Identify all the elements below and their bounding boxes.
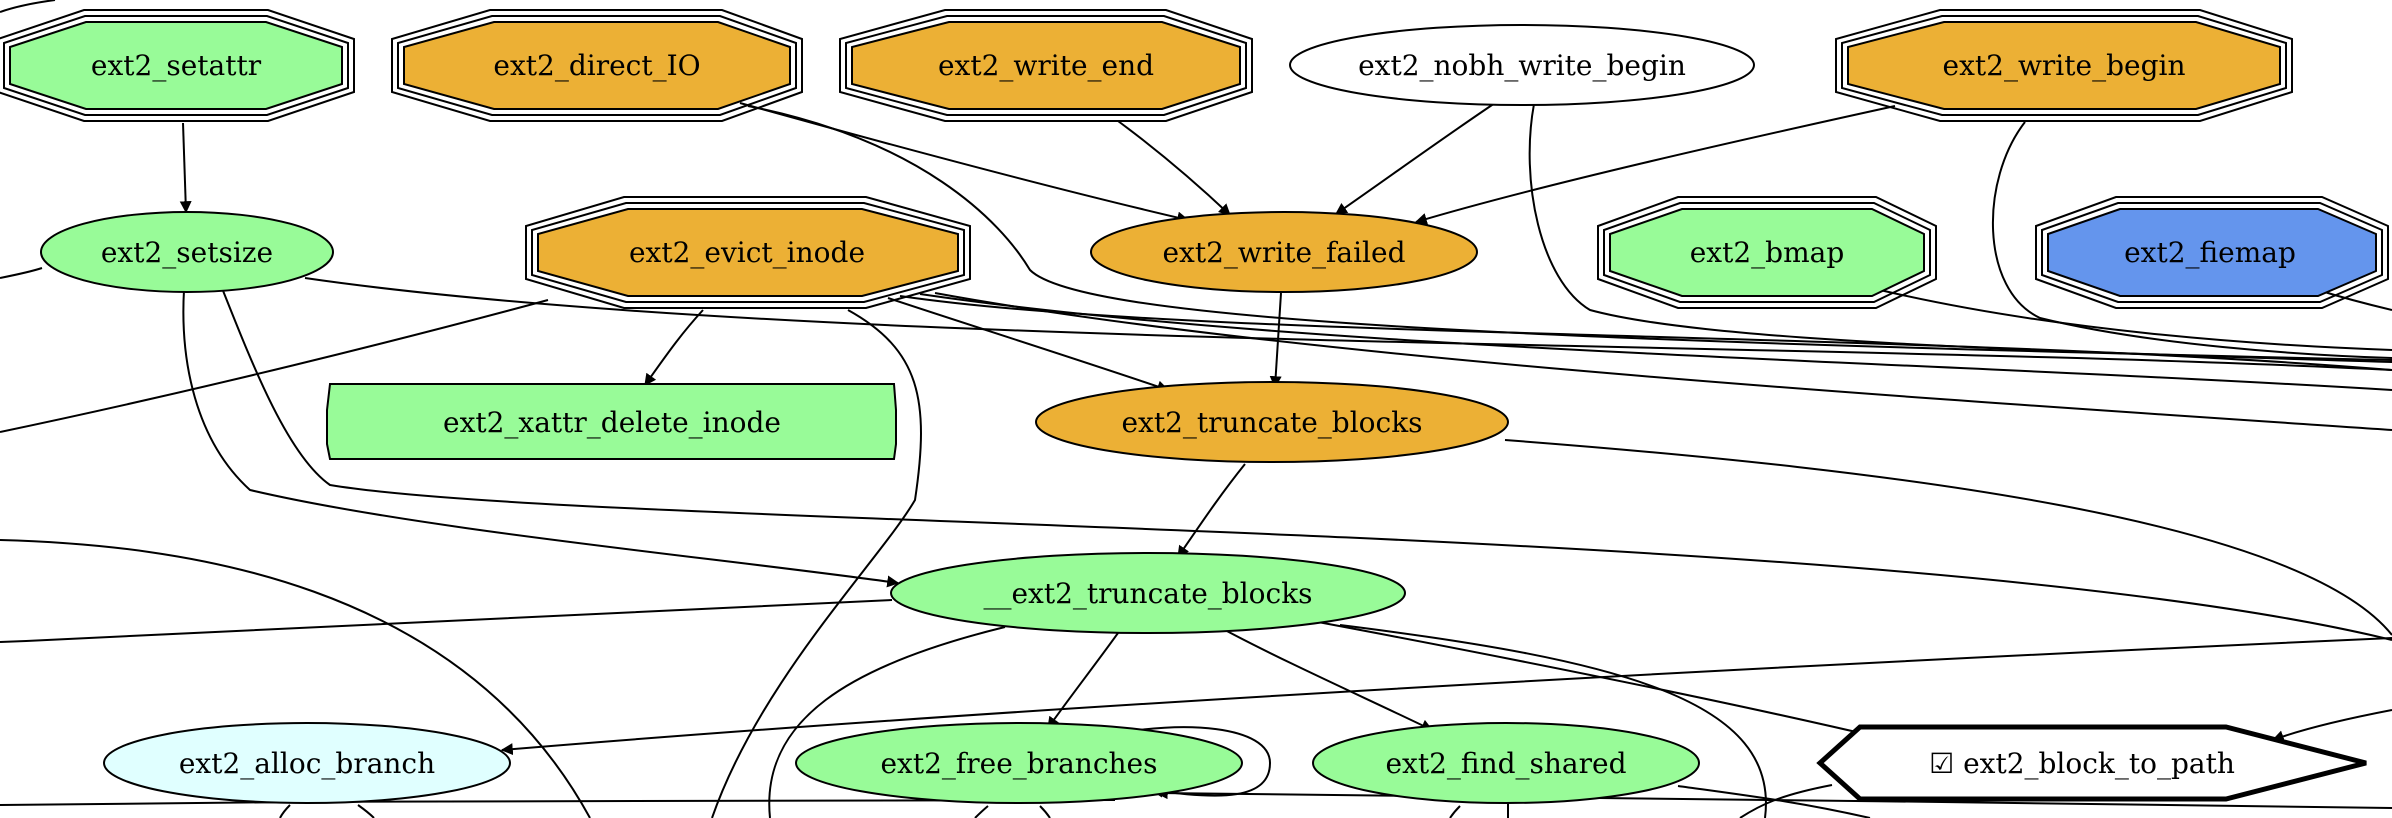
node-ext2-xattr-delete-inode[interactable]: ext2_xattr_delete_inode <box>326 383 897 460</box>
node-ext2-write-begin[interactable]: ext2_write_begin <box>1835 9 2293 122</box>
edge-free-branches-down-2 <box>1039 805 1051 818</box>
node-ext2-fiemap[interactable]: ext2_fiemap <box>2035 196 2389 309</box>
edge-free-branches-down-1 <box>974 805 989 818</box>
edge-nobh-write-begin-offscreen-right <box>1528 103 2392 363</box>
node-ext2-write-end-label: ext2_write_end <box>938 49 1154 82</box>
node-ext2-truncate-blocks-shape <box>1035 381 1509 463</box>
edge-far-right-to-block-to-path <box>2271 709 2392 742</box>
node-ext2-write-end-shape <box>851 21 1241 110</box>
node-ext2-write-failed-label: ext2_write_failed <box>1162 236 1405 269</box>
node-ext2-alloc-branch-shape <box>103 722 511 804</box>
edge-direct-io-to-write-failed <box>739 102 1190 224</box>
edge-inner-truncate-to-block-to-path <box>1317 621 1884 742</box>
node-inner-ext2-truncate-blocks[interactable]: __ext2_truncate_blocks <box>890 552 1406 634</box>
edge-evict-inode-offscreen-right-3 <box>934 292 2392 431</box>
edge-alloc-branch-down-2 <box>357 804 375 818</box>
edge-inner-truncate-to-free-branches <box>1047 632 1119 729</box>
node-ext2-nobh-write-begin-shape <box>1289 24 1755 106</box>
node-ext2-alloc-branch-label: ext2_alloc_branch <box>179 747 435 780</box>
node-ext2-free-branches-label: ext2_free_branches <box>880 747 1157 780</box>
edge-write-begin-to-write-failed <box>1414 105 1896 225</box>
edge-truncate-blocks-to-inner-truncate-blocks <box>1177 463 1246 558</box>
node-ext2-truncate-blocks-label: ext2_truncate_blocks <box>1121 406 1422 439</box>
node-ext2-write-failed-shape <box>1090 211 1478 293</box>
node-ext2-setattr[interactable]: ext2_setattr <box>0 9 355 122</box>
node-inner-ext2-truncate-blocks-shape <box>890 552 1406 634</box>
node-ext2-direct-io-shape <box>403 21 791 110</box>
node-ext2-fiemap-shape <box>2047 208 2377 297</box>
node-ext2-evict-inode-label: ext2_evict_inode <box>629 236 865 269</box>
node-ext2-block-to-path-label: ☑ ext2_block_to_path <box>1929 747 2235 780</box>
edge-inner-truncate-offscreen-bottom-1 <box>768 626 1006 818</box>
node-ext2-write-begin-shape <box>1847 21 2281 110</box>
edge-write-begin-offscreen-right <box>1992 121 2392 359</box>
node-ext2-xattr-delete-inode-label: ext2_xattr_delete_inode <box>443 406 781 439</box>
node-ext2-setattr-shape <box>9 21 343 110</box>
edge-block-to-path-offscreen-left <box>1739 784 1833 818</box>
node-ext2-write-end[interactable]: ext2_write_end <box>839 9 1253 122</box>
edge-top-left-offscreen <box>0 0 56 13</box>
edge-setsize-offscreen-right <box>304 277 2392 371</box>
edge-truncate-blocks-offscreen-right <box>1504 439 2392 636</box>
edge-direct-io-offscreen-right <box>747 105 2392 361</box>
edge-setsize-offscreen-lower-right <box>204 245 2392 641</box>
node-ext2-xattr-delete-inode-shape <box>326 383 897 460</box>
edge-write-failed-to-truncate-blocks <box>1269 292 1282 389</box>
node-ext2-find-shared[interactable]: ext2_find_shared <box>1312 722 1700 804</box>
edge-setattr-to-setsize <box>179 122 192 214</box>
node-ext2-bmap-shape <box>1609 208 1925 297</box>
node-ext2-nobh-write-begin-label: ext2_nobh_write_begin <box>1358 49 1686 82</box>
edge-write-end-to-write-failed <box>1117 120 1231 216</box>
node-inner-ext2-truncate-blocks-label: __ext2_truncate_blocks <box>983 577 1312 610</box>
edge-find-shared-down-1 <box>1449 805 1461 818</box>
edge-evict-inode-to-xattr-delete-inode <box>644 309 704 386</box>
edge-offscreen-left-to-bottom <box>0 539 591 818</box>
edge-inner-truncate-to-find-shared <box>1224 629 1434 731</box>
node-ext2-evict-inode[interactable]: ext2_evict_inode <box>525 196 971 309</box>
edge-offscreen-to-free-branches <box>1155 787 2392 809</box>
edge-inner-truncate-offscreen-left <box>0 599 893 643</box>
node-ext2-fiemap-label: ext2_fiemap <box>2124 236 2296 269</box>
edge-setsize-offscreen-left <box>0 267 43 279</box>
node-ext2-truncate-blocks[interactable]: ext2_truncate_blocks <box>1035 381 1509 463</box>
node-ext2-nobh-write-begin[interactable]: ext2_nobh_write_begin <box>1289 24 1755 106</box>
node-ext2-bmap[interactable]: ext2_bmap <box>1597 196 1937 309</box>
node-ext2-direct-io[interactable]: ext2_direct_IO <box>391 9 803 122</box>
node-ext2-find-shared-label: ext2_find_shared <box>1385 747 1626 780</box>
node-ext2-alloc-branch[interactable]: ext2_alloc_branch <box>103 722 511 804</box>
node-ext2-write-begin-label: ext2_write_begin <box>1943 49 2186 82</box>
node-ext2-setsize-label: ext2_setsize <box>101 236 273 269</box>
edge-evict-inode-offscreen-left <box>0 299 549 433</box>
node-ext2-block-to-path[interactable]: ☑ ext2_block_to_path <box>1816 724 2367 802</box>
node-ext2-write-failed[interactable]: ext2_write_failed <box>1090 211 1478 293</box>
edge-free-branches-self-loop <box>1109 726 1272 798</box>
edge-evict-inode-offscreen-right-2 <box>919 293 2392 391</box>
edge-evict-inode-offscreen-bottom <box>711 309 922 818</box>
node-ext2-direct-io-label: ext2_direct_IO <box>493 49 700 82</box>
node-ext2-free-branches[interactable]: ext2_free_branches <box>795 722 1243 804</box>
edge-find-shared-offscreen-right <box>1677 785 1871 818</box>
node-ext2-evict-inode-shape <box>537 208 959 297</box>
node-ext2-block-to-path-shape <box>1816 724 2367 802</box>
edge-far-right-to-alloc-branch <box>500 637 2392 756</box>
edge-setsize-to-inner-truncate-blocks <box>182 289 900 588</box>
edge-inner-truncate-offscreen-bottom-2 <box>1339 624 1767 818</box>
edge-evict-inode-to-truncate-blocks <box>887 297 1170 393</box>
node-ext2-bmap-label: ext2_bmap <box>1690 236 1845 269</box>
edge-nobh-write-begin-to-write-failed <box>1335 102 1496 215</box>
edge-alloc-branch-down-1 <box>279 804 291 818</box>
edge-bmap-offscreen-right <box>1879 289 2392 351</box>
node-ext2-setsize-shape <box>40 211 334 293</box>
node-ext2-free-branches-shape <box>795 722 1243 804</box>
node-ext2-find-shared-shape <box>1312 722 1700 804</box>
node-ext2-setsize[interactable]: ext2_setsize <box>40 211 334 293</box>
node-ext2-setattr-label: ext2_setattr <box>91 49 262 82</box>
